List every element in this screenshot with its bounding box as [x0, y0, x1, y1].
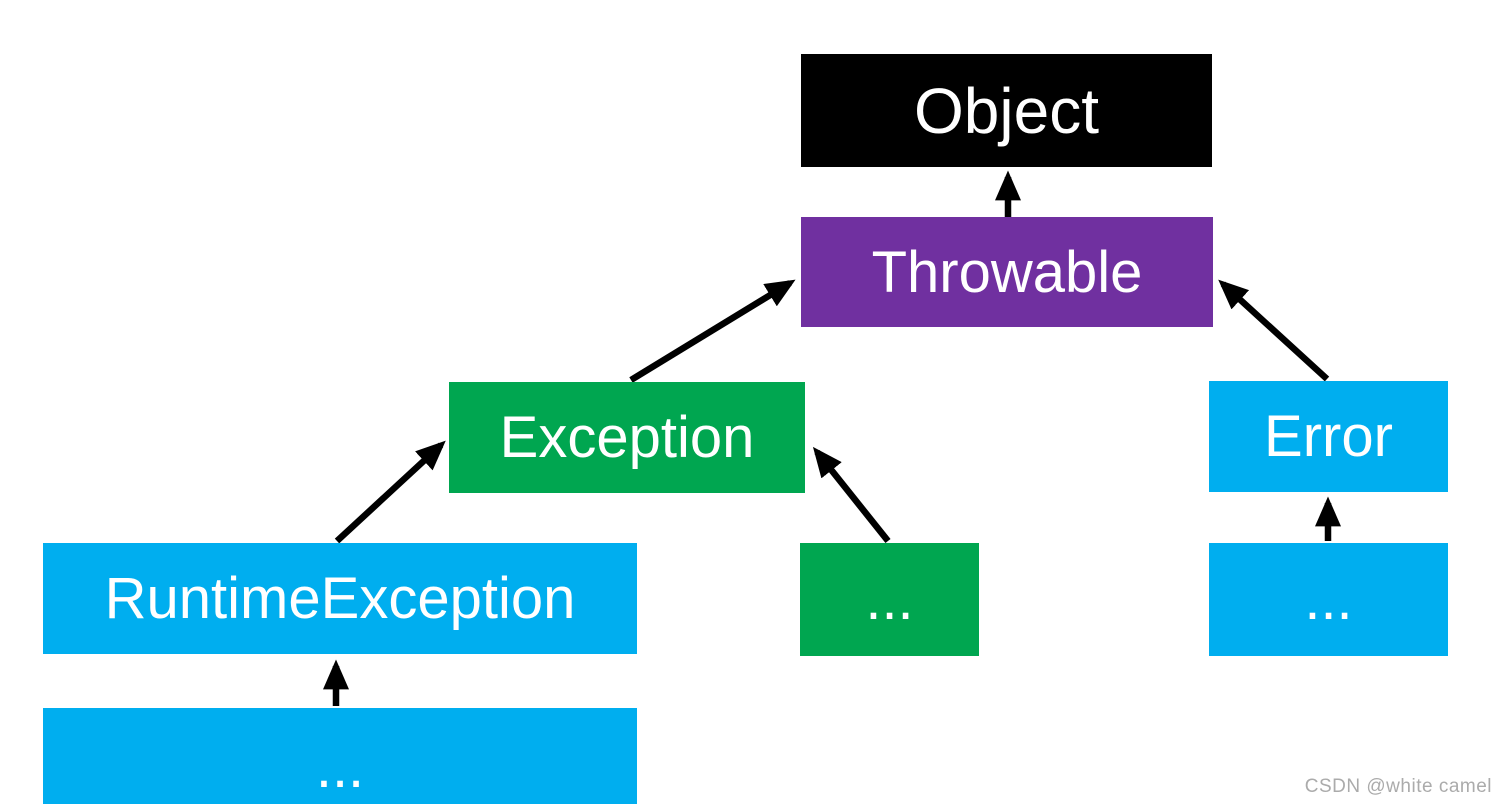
- node-exception-more-label: ...: [865, 567, 914, 632]
- edge-exception-to-throwable: [629, 279, 796, 383]
- node-runtime-exception-label: RuntimeException: [104, 566, 576, 631]
- node-runtime-subclasses-more: ...: [43, 708, 637, 804]
- node-error-more-label: ...: [1304, 567, 1353, 632]
- node-runtime-exception: RuntimeException: [43, 543, 637, 654]
- node-object-label: Object: [914, 74, 1099, 147]
- node-runtime-more-label: ...: [315, 734, 365, 800]
- edge-runtime-exception-to-exception: [334, 440, 446, 544]
- node-exception: Exception: [449, 382, 805, 493]
- node-object: Object: [801, 54, 1212, 167]
- node-error-subclasses-more: ...: [1209, 543, 1448, 656]
- node-throwable-label: Throwable: [871, 239, 1143, 305]
- node-exception-subclasses-more: ...: [800, 543, 979, 656]
- node-throwable: Throwable: [801, 217, 1213, 327]
- node-error: Error: [1209, 381, 1448, 492]
- edge-error-to-throwable: [1218, 279, 1330, 382]
- edge-exception-more-to-exception: [812, 446, 891, 544]
- node-exception-label: Exception: [499, 405, 755, 470]
- csdn-watermark: CSDN @white camel: [1304, 776, 1492, 797]
- node-error-label: Error: [1264, 404, 1393, 469]
